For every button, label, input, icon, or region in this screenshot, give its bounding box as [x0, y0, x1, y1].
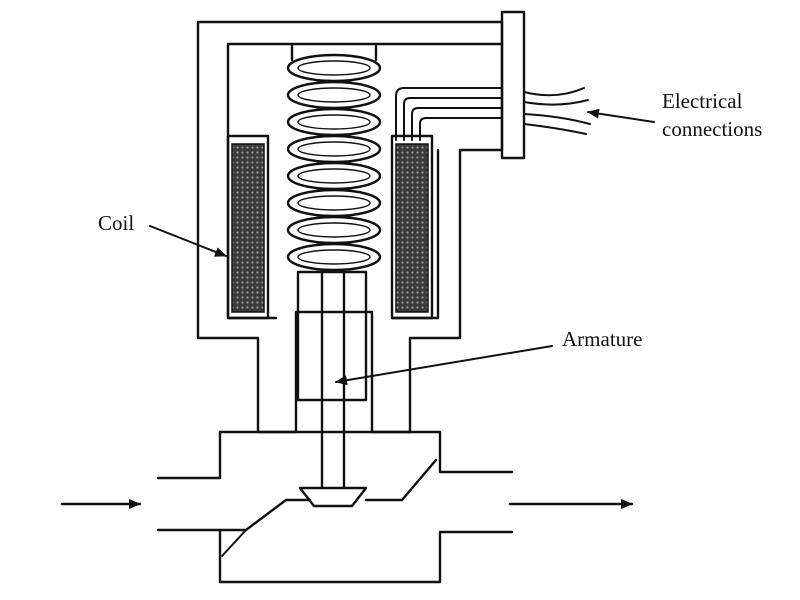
spring-turn — [286, 242, 382, 272]
coil-leader-arrow — [149, 225, 227, 257]
spring-turn-inner — [297, 114, 371, 130]
spring-turn — [286, 53, 382, 83]
spring-turn-inner — [297, 195, 371, 211]
armature-leader-arrow — [335, 345, 553, 386]
spring-turn-inner — [297, 168, 371, 184]
spring-turn — [286, 215, 382, 245]
spring-turn-inner — [297, 60, 371, 76]
valve-body — [156, 430, 514, 584]
spring — [286, 42, 382, 272]
electrical-connections-label-line1: Electrical — [662, 89, 743, 113]
armature-label: Armature — [562, 327, 642, 351]
armature-plunger — [296, 270, 368, 508]
terminal-block — [500, 10, 526, 160]
coil-winding-left — [226, 134, 270, 320]
electrical-wires — [395, 87, 591, 141]
spring-turn — [286, 107, 382, 137]
spring-turn-inner — [297, 87, 371, 103]
coil-label: Coil — [98, 211, 134, 235]
spring-turn — [286, 188, 382, 218]
spring-turn-inner — [297, 222, 371, 238]
spring-turn — [286, 161, 382, 191]
coil-winding-right — [390, 134, 434, 320]
spring-turn-inner — [297, 249, 371, 265]
spring-turn — [286, 80, 382, 110]
spring-turn-inner — [297, 141, 371, 157]
electrical-leader-arrow — [587, 108, 655, 123]
spring-turn — [286, 134, 382, 164]
electrical-connections-label-line2: connections — [662, 117, 762, 141]
